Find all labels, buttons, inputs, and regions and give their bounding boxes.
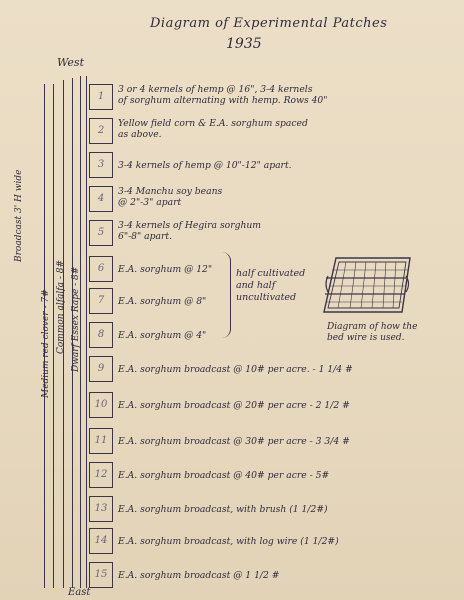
patch-box: 13 (89, 496, 113, 522)
strip-line-3 (63, 80, 64, 588)
patch-box: 9 (89, 356, 113, 382)
patch-description: 3-4 kernels of hemp @ 10"-12" apart. (118, 160, 292, 171)
document-year: 1935 (226, 36, 262, 52)
patch-box: 11 (89, 428, 113, 454)
strip-line-2 (53, 84, 54, 588)
strip-line-5 (80, 76, 81, 588)
patch-box: 7 (89, 288, 113, 314)
patch-description: E.A. sorghum broadcast @ 10# per acre. -… (118, 364, 353, 375)
strip-line-6 (86, 76, 87, 588)
patch-description: E.A. sorghum broadcast @ 40# per acre - … (118, 470, 330, 481)
strip-line-1 (44, 84, 45, 588)
document-title: Diagram of Experimental Patches (150, 16, 388, 31)
medium-red-clover-label: Medium red clover - 7# (41, 289, 51, 398)
patch-description: 3 or 4 kernels of hemp @ 16", 3-4 kernel… (118, 84, 328, 106)
patch-box: 4 (89, 186, 113, 212)
patch-box: 5 (89, 220, 113, 246)
patch-box: 10 (89, 392, 113, 418)
patch-box: 14 (89, 528, 113, 554)
common-alfalfa-label: Common alfalfa - 8# (56, 260, 66, 354)
patch-description: E.A. sorghum broadcast @ 20# per acre - … (118, 400, 350, 411)
patch-box: 3 (89, 152, 113, 178)
patch-box: 8 (89, 322, 113, 348)
patch-box: 12 (89, 462, 113, 488)
brace-note: half cultivated and half uncultivated (236, 268, 306, 303)
patch-box: 2 (89, 118, 113, 144)
patch-description: E.A. sorghum broadcast @ 30# per acre - … (118, 436, 350, 447)
bed-wire-sketch (323, 257, 411, 313)
patch-description: E.A. sorghum @ 8" (118, 296, 207, 307)
patch-box: 15 (89, 562, 113, 588)
brace-rows-6-8 (222, 252, 231, 338)
patch-description: E.A. sorghum @ 12" (118, 264, 213, 275)
diagram-caption: Diagram of how the bed wire is used. (327, 322, 418, 343)
strip-line-4 (72, 78, 73, 588)
east-label: East (68, 587, 91, 598)
patch-description: E.A. sorghum broadcast, with log wire (1… (118, 536, 339, 547)
patch-description: 3-4 kernels of Hegira sorghum 6"-8" apar… (118, 220, 262, 242)
patch-description: E.A. sorghum broadcast, with brush (1 1/… (118, 504, 328, 515)
patch-description: E.A. sorghum broadcast @ 1 1/2 # (118, 570, 280, 581)
west-label: West (57, 56, 84, 69)
dwarf-essex-rape-label: Dwarf Essex Rape - 8# (71, 266, 81, 372)
patch-box: 1 (89, 84, 113, 110)
patch-description: E.A. sorghum @ 4" (118, 330, 207, 341)
patch-box: 6 (89, 256, 113, 282)
patch-description: 3-4 Manchu soy beans @ 2"-3" apart (118, 186, 223, 208)
patch-description: Yellow field corn & E.A. sorghum spaced … (118, 118, 308, 140)
broadcast-label: Broadcast 3' H wide (14, 169, 24, 262)
